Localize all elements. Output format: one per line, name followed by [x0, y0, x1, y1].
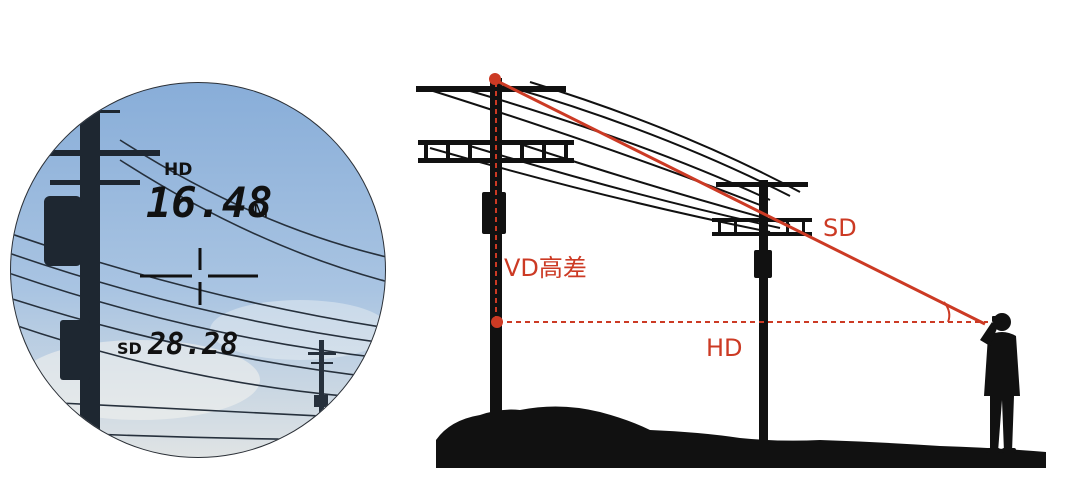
viewfinder-hd-value: 16.48: [146, 178, 272, 227]
hd-label: HD: [706, 334, 743, 362]
vd-label: VD高差: [504, 254, 587, 282]
viewfinder-sd-value: 28.28: [147, 327, 238, 362]
viewfinder-sd-label: SD: [117, 339, 142, 358]
sd-line: [494, 78, 986, 326]
viewfinder-hd-unit: M: [253, 201, 269, 222]
crosshair-icon: [140, 248, 258, 305]
angle-arc-icon: [943, 301, 951, 323]
viewfinder-hd-label: HD: [164, 160, 192, 180]
ground: [436, 406, 1046, 468]
top-point-marker: [489, 73, 501, 85]
measurement-diagram: SD VD高差 HD: [416, 73, 1046, 468]
bottom-point-marker: [491, 316, 503, 328]
viewfinder-pole: [40, 100, 160, 457]
utility-pole-far: [712, 180, 812, 442]
utility-pole-near: [416, 78, 574, 458]
viewfinder-view: HD 16.48 M SD 28.28: [10, 82, 386, 458]
viewfinder-distant-pole: [308, 340, 336, 430]
sd-label: SD: [823, 214, 857, 242]
person-with-rangefinder: [980, 313, 1020, 453]
